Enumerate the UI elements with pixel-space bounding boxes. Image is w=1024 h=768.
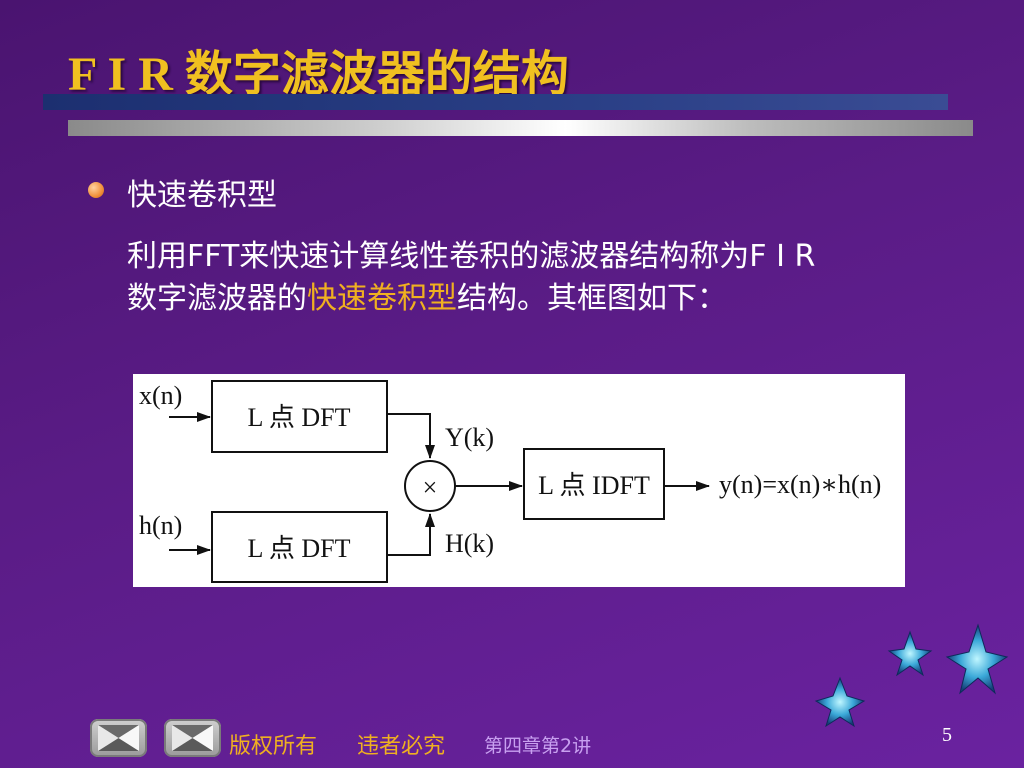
title-underline-silver xyxy=(68,120,973,136)
input-x-label: x(n) xyxy=(139,381,182,410)
H-k-label: H(k) xyxy=(445,529,494,558)
page-number: 5 xyxy=(942,724,952,746)
fir-block-diagram: x(n) h(n) L 点 DFT L 点 DFT Y(k) H(k) × L … xyxy=(133,374,905,587)
title-underline-dark xyxy=(43,94,948,110)
idft-box xyxy=(523,448,665,520)
prev-slide-button[interactable] xyxy=(90,719,147,757)
dft-top-box xyxy=(211,380,388,453)
bullet-heading: 快速卷积型 xyxy=(127,178,277,213)
next-arrow-icon xyxy=(172,725,213,751)
bullet-dot-icon xyxy=(88,182,104,198)
paragraph-line-2-end: 结构。其框图如下： xyxy=(457,281,727,316)
arrow-top-to-multiplier xyxy=(387,413,435,459)
arrow-bottom-to-multiplier xyxy=(387,513,435,556)
paragraph-line-2-start: 数字滤波器的 xyxy=(127,281,307,316)
footer-chapter: 第四章第2讲 xyxy=(484,735,592,757)
slide-title: F I R 数字滤波器的结构 xyxy=(68,48,569,101)
output-label: y(n)=x(n)∗h(n) xyxy=(719,470,881,499)
next-slide-button[interactable] xyxy=(164,719,221,757)
input-h-label: h(n) xyxy=(139,511,182,540)
dft-top-label: L 点 DFT xyxy=(247,403,350,432)
description-paragraph: 利用FFT来快速计算线性卷积的滤波器结构称为F I R 数字滤波器的快速卷积型结… xyxy=(127,236,927,320)
paragraph-line-1: 利用FFT来快速计算线性卷积的滤波器结构称为F I R xyxy=(127,239,816,274)
dft-bottom-box xyxy=(211,511,388,583)
footer-warning: 违者必究 xyxy=(357,734,446,759)
Y-k-label: Y(k) xyxy=(445,423,494,452)
multiply-symbol: × xyxy=(423,473,438,502)
decorative-stars-icon xyxy=(814,623,1009,728)
dft-bottom-label: L 点 DFT xyxy=(247,534,350,563)
prev-arrow-icon xyxy=(98,725,139,751)
paragraph-highlight: 快速卷积型 xyxy=(307,281,457,316)
idft-label: L 点 IDFT xyxy=(538,471,650,500)
footer-copyright: 版权所有 xyxy=(229,734,318,759)
